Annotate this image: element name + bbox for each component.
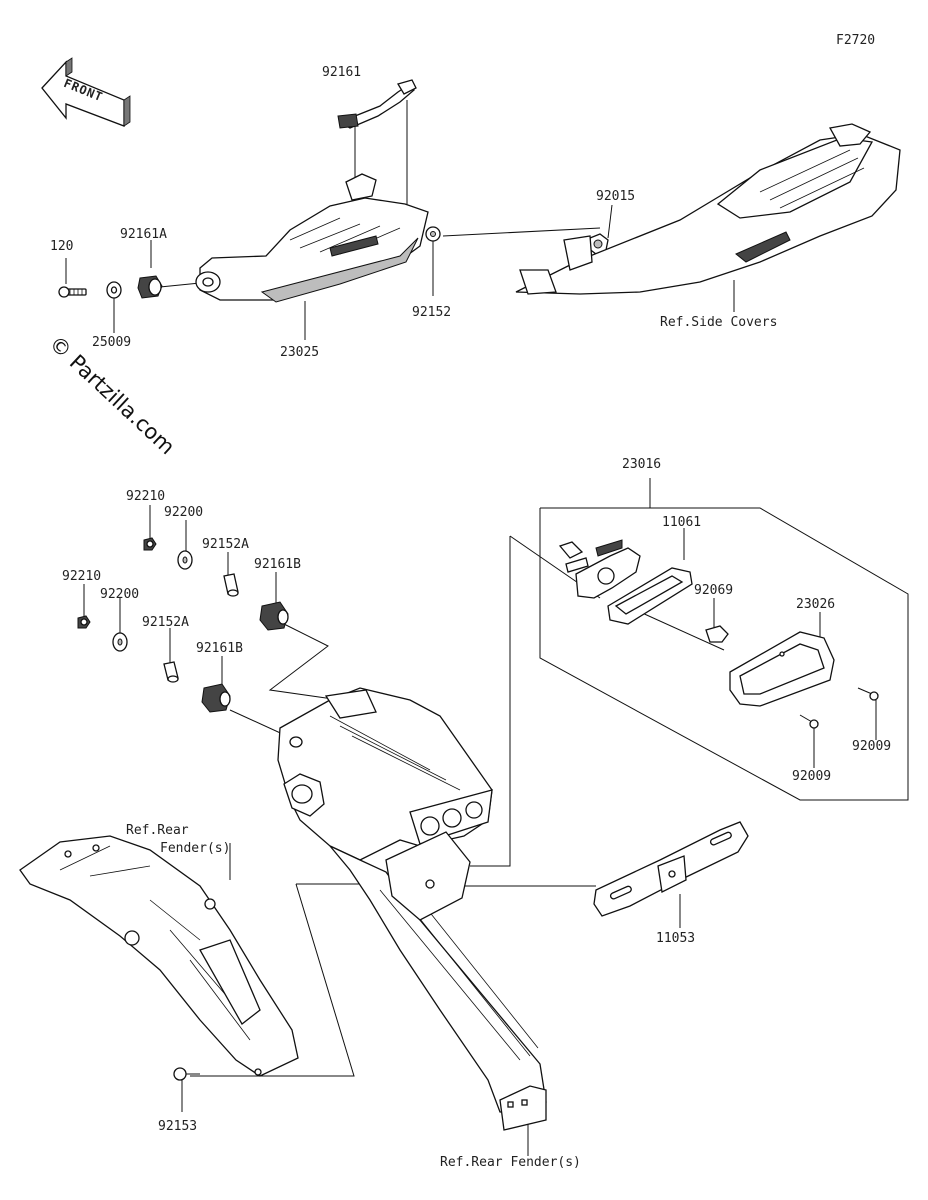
watermark: © Partzilla.com — [45, 331, 180, 459]
label-92152: 92152 — [412, 305, 451, 320]
part-92210-nut-a[interactable] — [143, 537, 157, 551]
front-arrow-icon: FRONT — [41, 57, 131, 127]
label-92210-b: 92210 — [62, 569, 101, 584]
part-92161-strap[interactable] — [337, 79, 417, 129]
part-92161B-grommet-a[interactable] — [259, 601, 289, 631]
part-23016-socket[interactable] — [558, 539, 641, 599]
rear-fender-ref — [19, 835, 299, 1077]
label-92161: 92161 — [322, 65, 361, 80]
label-120: 120 — [50, 239, 73, 254]
part-labels: 92161 120 92161A 25009 23025 92152 92015… — [50, 65, 891, 1134]
part-92152A-collar-b[interactable] — [163, 661, 179, 683]
figure-id: F2720 — [836, 33, 875, 48]
ref-rear-fender-bottom: Ref.Rear Fender(s) — [440, 1155, 581, 1170]
license-light-assembly-box — [470, 478, 909, 867]
label-23016: 23016 — [622, 457, 661, 472]
label-92153: 92153 — [158, 1119, 197, 1134]
part-92152A-collar-a[interactable] — [223, 573, 239, 597]
label-92152A-b: 92152A — [142, 615, 189, 630]
ref-labels: Ref.Side Covers Ref.Rear Fender(s) Ref.R… — [126, 315, 777, 1170]
part-120-screw[interactable] — [58, 286, 87, 298]
part-92069-bulb[interactable] — [705, 625, 729, 643]
part-92210-nut-b[interactable] — [77, 615, 91, 629]
label-92015: 92015 — [596, 189, 635, 204]
part-92015-nut[interactable] — [587, 233, 609, 255]
label-92009-b: 92009 — [792, 769, 831, 784]
ref-side-covers: Ref.Side Covers — [660, 315, 777, 330]
part-92153-bolt[interactable] — [173, 1067, 200, 1081]
label-92200-a: 92200 — [164, 505, 203, 520]
license-plate-bracket[interactable] — [277, 687, 547, 1131]
part-11053-plate-bracket[interactable] — [593, 821, 749, 917]
label-11061: 11061 — [662, 515, 701, 530]
part-11061-gasket[interactable] — [607, 567, 693, 625]
label-92069: 92069 — [694, 583, 733, 598]
part-23026-lens[interactable] — [729, 631, 835, 707]
label-92152A-a: 92152A — [202, 537, 249, 552]
part-92161A-grommet[interactable] — [137, 275, 163, 299]
part-92200-washer-a[interactable] — [177, 550, 193, 570]
label-11053: 11053 — [656, 931, 695, 946]
label-92161B-a: 92161B — [254, 557, 301, 572]
label-92009-a: 92009 — [852, 739, 891, 754]
ref-rear-fender-line1: Ref.Rear — [126, 823, 189, 838]
part-92161B-grommet-b[interactable] — [201, 683, 231, 713]
part-25009-washer[interactable] — [106, 281, 122, 299]
side-cover-ref — [515, 123, 901, 295]
part-92200-washer-b[interactable] — [112, 632, 128, 652]
part-92009-screw-a[interactable] — [857, 687, 879, 701]
ref-rear-fender-line2: Fender(s) — [160, 841, 230, 856]
label-92161A: 92161A — [120, 227, 167, 242]
part-92152-washer[interactable] — [425, 226, 441, 242]
label-92210-a: 92210 — [126, 489, 165, 504]
label-23026: 23026 — [796, 597, 835, 612]
label-92161B-b: 92161B — [196, 641, 243, 656]
part-92009-screw-b[interactable] — [799, 714, 819, 729]
label-25009: 25009 — [92, 335, 131, 350]
label-23025: 23025 — [280, 345, 319, 360]
part-23025-tail-light[interactable] — [195, 173, 429, 303]
label-92200-b: 92200 — [100, 587, 139, 602]
